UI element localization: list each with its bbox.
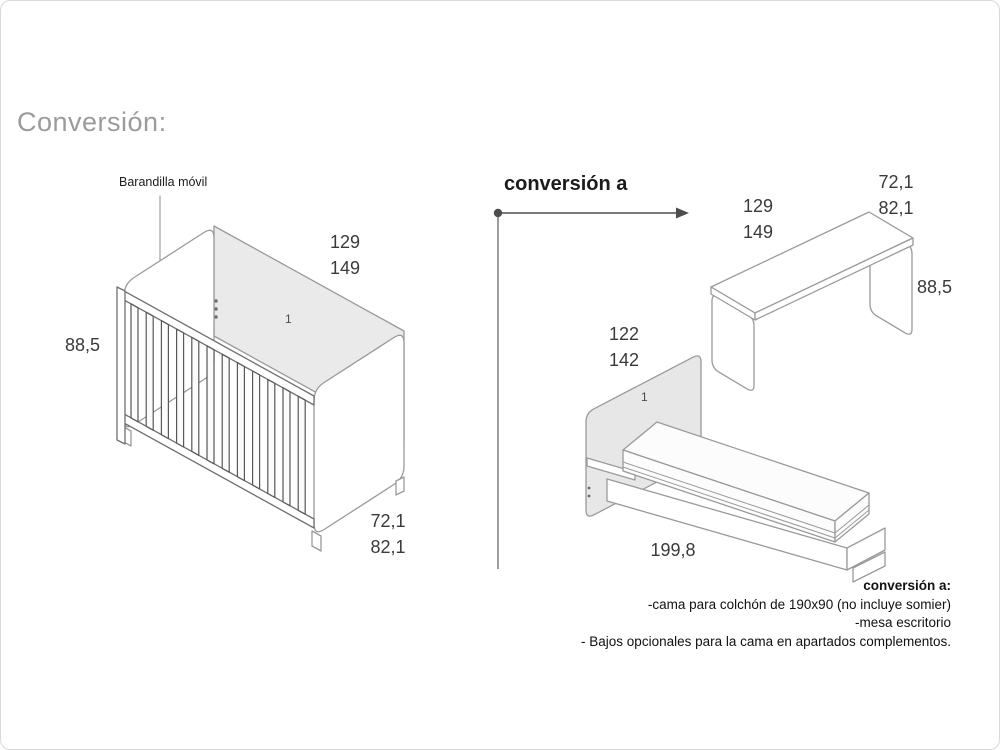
bed-mattress-seams bbox=[622, 461, 870, 539]
desk-height-dimension: 88,5 bbox=[917, 277, 953, 297]
crib-right-back-leg bbox=[395, 476, 405, 496]
dimension-value: 149 bbox=[329, 258, 361, 278]
crib-right-panel bbox=[313, 334, 405, 533]
bed-bracket-holes-icon bbox=[587, 486, 591, 498]
crib-depth-dimension: 72,1 82,1 bbox=[370, 508, 405, 560]
notes-title: conversión a: bbox=[863, 578, 951, 593]
desk-width-dimension: 129 149 bbox=[743, 193, 773, 245]
bed-headboard-dimension: 122 142 bbox=[609, 321, 639, 373]
conversion-notes: conversión a: -cama para colchón de 190x… bbox=[581, 577, 951, 651]
crib-front-post bbox=[116, 286, 126, 445]
crib-part-number: 1 bbox=[285, 312, 292, 326]
bed-mounting-bracket bbox=[586, 457, 636, 481]
crib-height-dimension: 88,5 bbox=[65, 335, 101, 355]
crib-slats bbox=[130, 303, 306, 515]
bed-base-foot bbox=[852, 551, 886, 583]
bed-mattress-end bbox=[834, 492, 870, 543]
desk-drawing bbox=[710, 211, 914, 391]
notes-line: -cama para colchón de 190x90 (no incluye… bbox=[647, 596, 951, 612]
crib-right-front-leg bbox=[311, 530, 322, 552]
crib-drawing bbox=[116, 195, 405, 552]
crib-adjustment-holes-icon bbox=[214, 299, 218, 319]
dimension-value: 72,1 bbox=[878, 172, 914, 192]
bed-drawing bbox=[585, 355, 886, 583]
dimension-value: 142 bbox=[608, 350, 640, 370]
desk-left-panel bbox=[711, 295, 755, 391]
desk-depth-dimension: 72,1 82,1 bbox=[878, 169, 913, 221]
dimension-value: 129 bbox=[329, 232, 361, 252]
conversion-arrow bbox=[493, 207, 689, 569]
desk-top-right-edge bbox=[754, 237, 914, 321]
conversion-arrow-label: conversión a bbox=[504, 173, 628, 195]
crib-rail-label: Barandilla móvil bbox=[119, 175, 208, 189]
bed-part-number: 1 bbox=[641, 390, 648, 404]
dimension-value: 82,1 bbox=[878, 198, 914, 218]
page-title: Conversión: bbox=[17, 107, 167, 137]
notes-line: - Bajos opcionales para la cama en apart… bbox=[581, 633, 951, 649]
dimension-value: 149 bbox=[742, 222, 774, 242]
dimension-value: 72,1 bbox=[370, 511, 406, 531]
dimension-value: 129 bbox=[742, 196, 774, 216]
arrow-head-icon bbox=[676, 207, 689, 219]
bed-length-dimension: 199,8 bbox=[650, 540, 696, 560]
bed-base-end bbox=[846, 527, 886, 571]
dimension-value: 122 bbox=[608, 324, 640, 344]
dimension-value: 82,1 bbox=[370, 537, 406, 557]
crib-width-dimension: 129 149 bbox=[330, 229, 360, 281]
notes-line: -mesa escritorio bbox=[854, 615, 951, 630]
